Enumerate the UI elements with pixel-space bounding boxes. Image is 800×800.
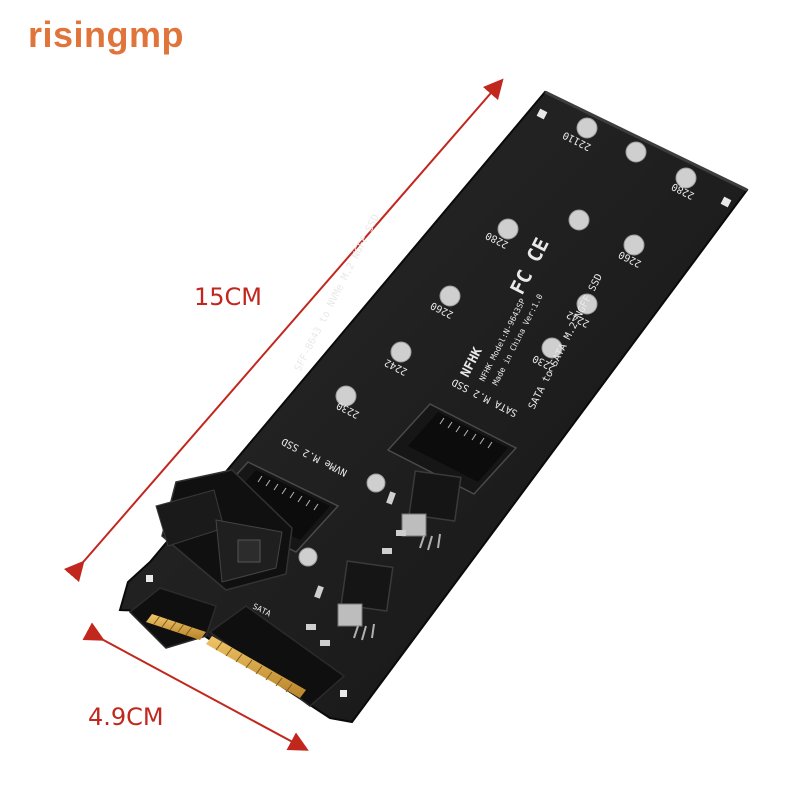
sata-connector (128, 587, 346, 707)
watermark: risingmp (28, 14, 185, 55)
voltage-regulator-top (401, 470, 462, 551)
width-dimension-label: 4.9CM (88, 703, 164, 731)
smd-components (306, 491, 406, 646)
sff-8643-connector (155, 469, 293, 591)
length-dimension-label: 15CM (194, 283, 263, 311)
voltage-regulator-bottom (337, 560, 394, 641)
width-dimension-arrow (82, 622, 309, 751)
sata-m2-slot (386, 403, 518, 495)
length-dimension-arrow (63, 78, 504, 583)
